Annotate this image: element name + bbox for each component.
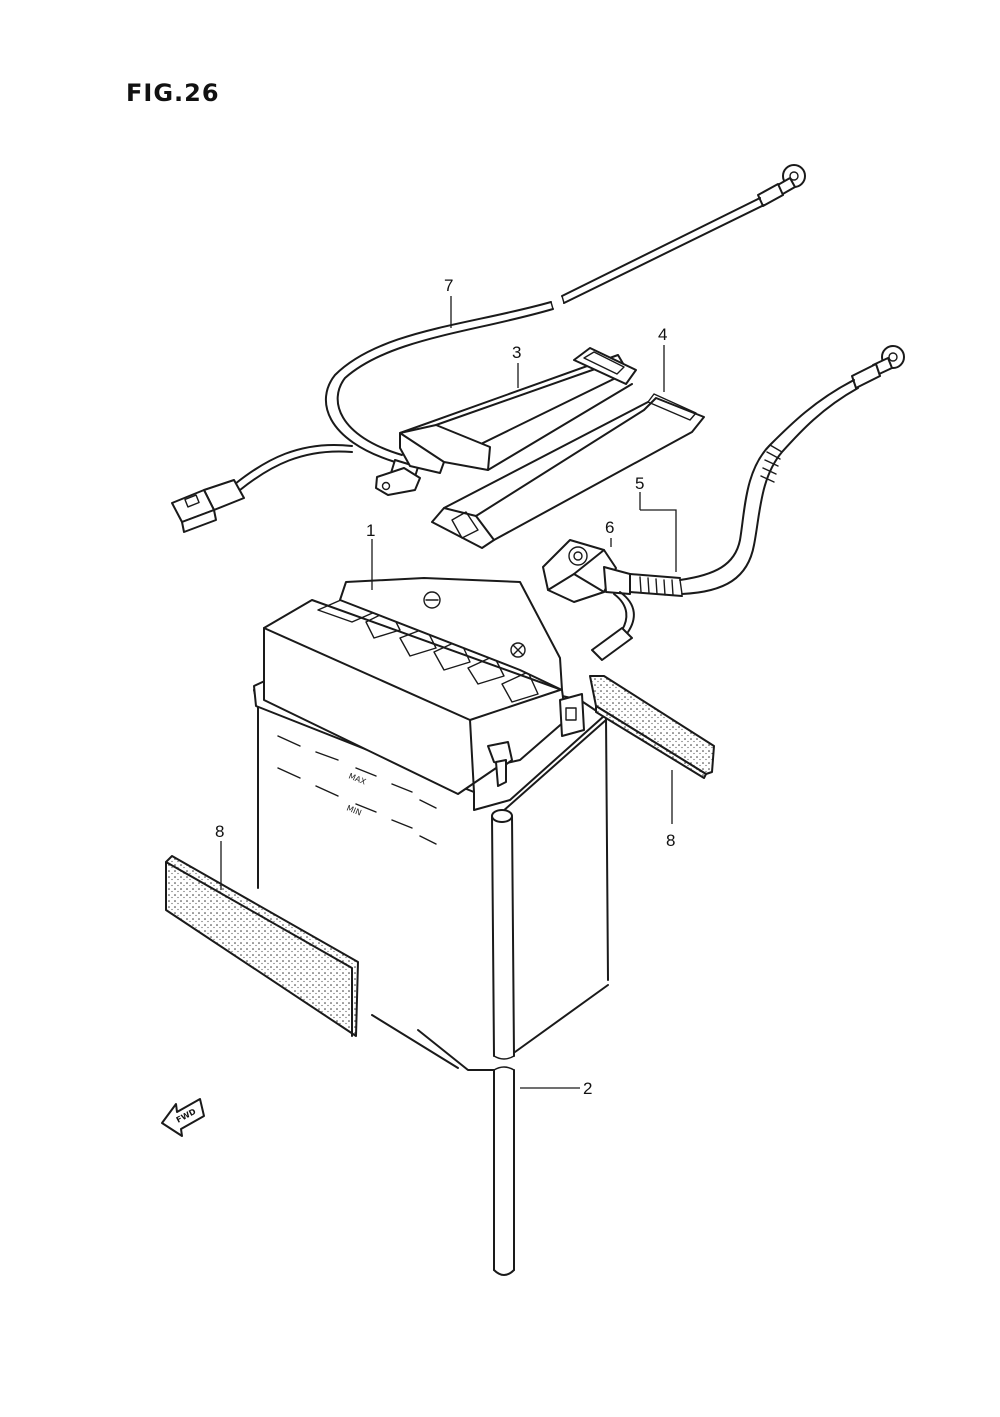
callout-3: 3 <box>512 343 521 362</box>
callout-7: 7 <box>444 276 453 295</box>
breather-tube-2 <box>491 809 515 1276</box>
callout-5: 5 <box>635 474 644 493</box>
negative-cable-7 <box>171 164 806 533</box>
callout-8-left: 8 <box>215 822 224 841</box>
callout-1: 1 <box>366 521 375 540</box>
battery-strap-4 <box>431 393 705 549</box>
battery-pad-8-left <box>165 855 359 1037</box>
battery-strap-3 <box>399 347 637 474</box>
battery-pad-8-right <box>589 675 715 779</box>
battery-1: MAX MIN <box>253 577 609 1071</box>
callout-8-right: 8 <box>666 831 675 850</box>
forward-direction-arrow: FWD <box>161 1098 205 1137</box>
positive-cable-5 <box>542 345 905 661</box>
callout-6: 6 <box>605 518 614 537</box>
terminal-cover-6 <box>542 539 631 603</box>
callout-labels: 7 3 4 5 6 1 8 8 2 <box>215 276 675 1098</box>
leader-lines <box>220 296 677 1089</box>
figure-title: FIG.26 <box>126 79 220 107</box>
max-level-mark: MAX <box>347 772 367 787</box>
callout-2: 2 <box>583 1079 592 1098</box>
callout-4: 4 <box>658 325 667 344</box>
